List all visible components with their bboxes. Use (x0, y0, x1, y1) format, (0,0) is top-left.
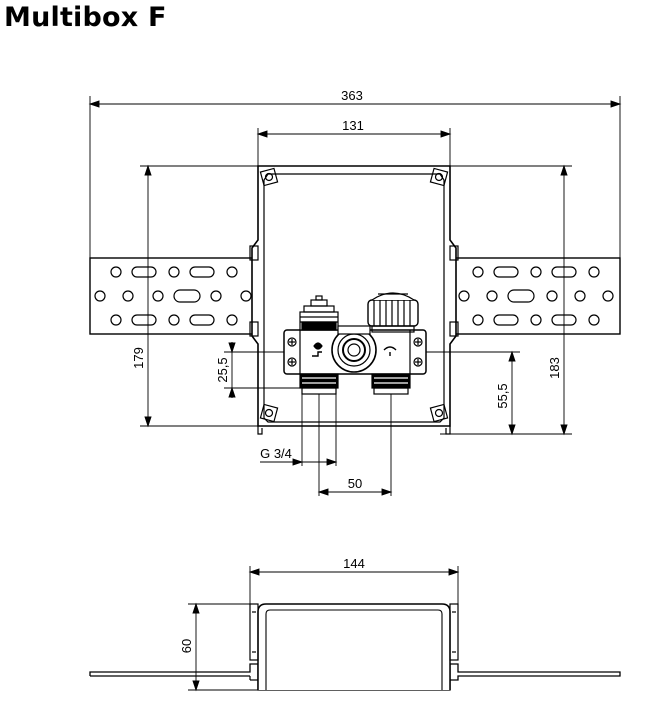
dim-height-right: 183 (547, 357, 562, 379)
dim-box-width: 131 (342, 118, 364, 133)
arrow-icon (312, 351, 322, 357)
front-view: 363 131 179 183 25,5 55,5 G 3/4 50 (88, 88, 622, 496)
page-title: Multibox F (4, 2, 167, 33)
dimension-lines-side (188, 566, 460, 692)
valve-cap-left (299, 295, 339, 331)
dim-offset-small: 25,5 (215, 357, 230, 382)
dim-side-width: 144 (343, 556, 365, 571)
right-mounting-bracket (453, 257, 621, 335)
valve-assembly (283, 292, 427, 395)
water-drop-icon (313, 342, 323, 350)
left-mounting-bracket (89, 257, 259, 335)
dim-height-left: 179 (131, 347, 146, 369)
dim-thread: G 3/4 (260, 446, 292, 461)
corner-screw-tab (259, 403, 279, 423)
box-body (249, 165, 459, 435)
thermostat-head (367, 292, 419, 333)
arrow-icon (383, 346, 397, 351)
center-fitting (331, 325, 377, 373)
dimension-lines-front (88, 96, 622, 496)
side-view: 144 60 (89, 556, 621, 692)
dim-side-depth: 60 (179, 639, 194, 653)
corner-screw-tab (259, 167, 279, 187)
connector-right (371, 373, 411, 395)
dim-spacing: 50 (348, 476, 362, 491)
dim-total-width: 363 (341, 88, 363, 103)
dim-offset-right: 55,5 (495, 383, 510, 408)
corner-screw-tab (429, 403, 449, 423)
corner-screw-tab (429, 167, 449, 187)
